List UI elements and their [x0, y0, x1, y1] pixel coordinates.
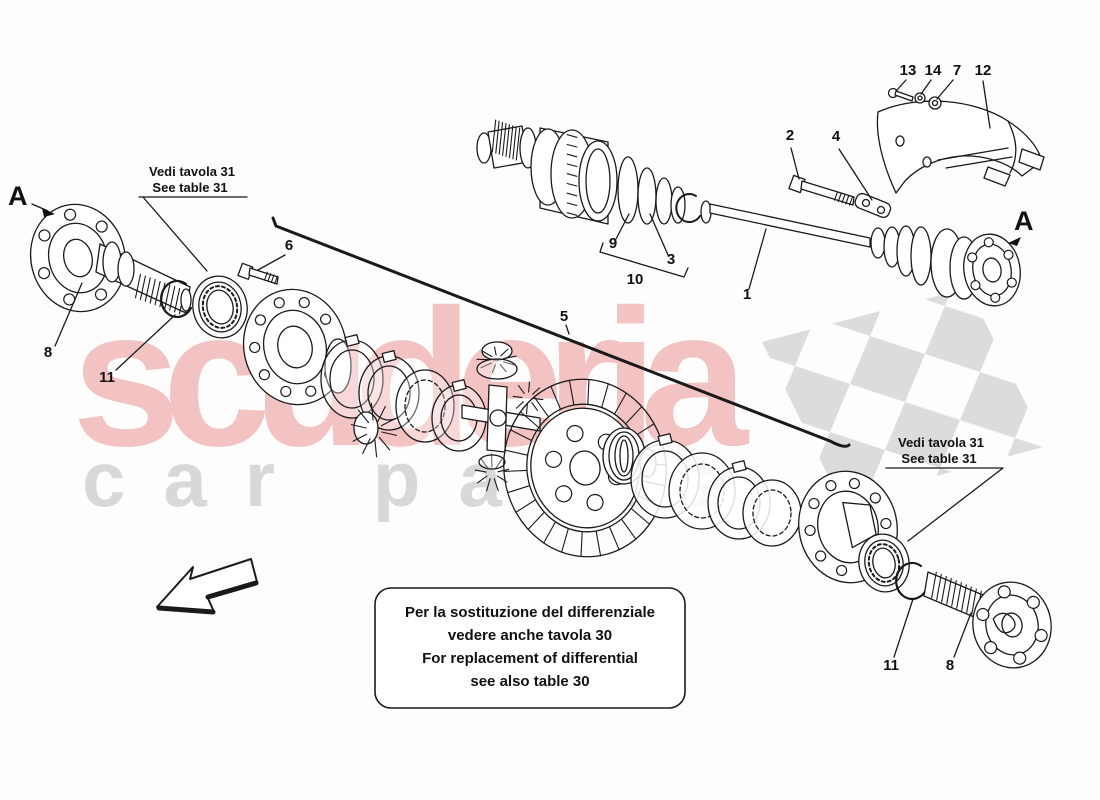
see-table-left-line2: See table 31: [152, 180, 227, 195]
callout-1: 1: [743, 286, 751, 303]
callout-14: 14: [925, 62, 942, 79]
bracket-4: [854, 192, 892, 218]
checkered-flag: [762, 288, 1047, 502]
line-art: [29, 87, 1052, 669]
axle-outer-flange: [963, 233, 1021, 307]
right-stub-axle: [923, 571, 1052, 669]
bolt-6: [237, 262, 279, 285]
axle-shaft: [709, 203, 871, 248]
section-a-right: A: [1008, 206, 1034, 246]
callout-5: 5: [560, 308, 568, 325]
callout-8-left: 8: [44, 344, 52, 361]
callout-4: 4: [832, 128, 841, 145]
spider-gear-bottom: [474, 453, 510, 492]
callout-13: 13: [900, 62, 917, 79]
see-table-note-left: Vedi tavola 31 See table 31: [138, 164, 248, 272]
see-table-right-line1: Vedi tavola 31: [898, 435, 984, 450]
spider-cross: [461, 384, 541, 453]
see-table-right-line2: See table 31: [901, 451, 976, 466]
bolt-2: [788, 174, 855, 206]
replacement-note-box: Per la sostituzione del differenziale ve…: [374, 587, 686, 709]
washer-14: [914, 92, 926, 104]
axle-inner-joint: [476, 119, 618, 225]
heat-shield: [876, 100, 1045, 194]
diff-hub-lip: [324, 338, 352, 394]
replacement-note-line4: see also table 30: [470, 673, 589, 690]
callout-5-tick: [565, 324, 570, 335]
snap-ring-11-left: [160, 279, 193, 319]
callout-2: 2: [786, 127, 794, 144]
replacement-note-line1: Per la sostituzione del differenziale: [405, 604, 655, 621]
see-table-left-line1: Vedi tavola 31: [149, 164, 235, 179]
spider-gear-left: [350, 402, 398, 458]
washer-7: [928, 96, 942, 110]
annotations: Per la sostituzione del differenziale ve…: [8, 62, 1034, 709]
bearing-right: [858, 533, 910, 593]
callout-11-right: 11: [883, 657, 899, 674]
section-label-a-right: A: [1014, 206, 1034, 236]
reference-line-5: [271, 216, 851, 448]
clutch-plate-stack: [630, 433, 802, 547]
left-stub-shaft: [95, 241, 192, 315]
callout-8-right: 8: [946, 657, 954, 674]
clutch-drum-stack: [320, 334, 487, 452]
callout-10: 10: [627, 271, 644, 288]
bracket-10: [599, 242, 689, 278]
replacement-note-line2: vedere anche tavola 30: [448, 627, 612, 644]
direction-arrow: [156, 558, 259, 615]
spider-gear-top: [476, 341, 518, 380]
snap-ring-11-right: [895, 561, 928, 601]
left-stub-axle: [29, 203, 127, 313]
bearing-left: [192, 275, 248, 339]
axle-boot-left: [617, 156, 712, 225]
replacement-note-line3: For replacement of differential: [422, 650, 638, 667]
axle-boot-right: [870, 225, 979, 300]
section-label-a-left: A: [8, 181, 28, 211]
callout-11-left: 11: [99, 369, 115, 386]
see-table-note-right: Vedi tavola 31 See table 31: [885, 435, 1004, 542]
bolt-13: [887, 87, 914, 102]
callout-12: 12: [975, 62, 992, 79]
callout-9: 9: [609, 235, 617, 252]
callout-3: 3: [667, 251, 675, 268]
callout-7: 7: [953, 62, 961, 79]
callout-6: 6: [285, 237, 293, 254]
section-a-left: A: [8, 181, 55, 217]
